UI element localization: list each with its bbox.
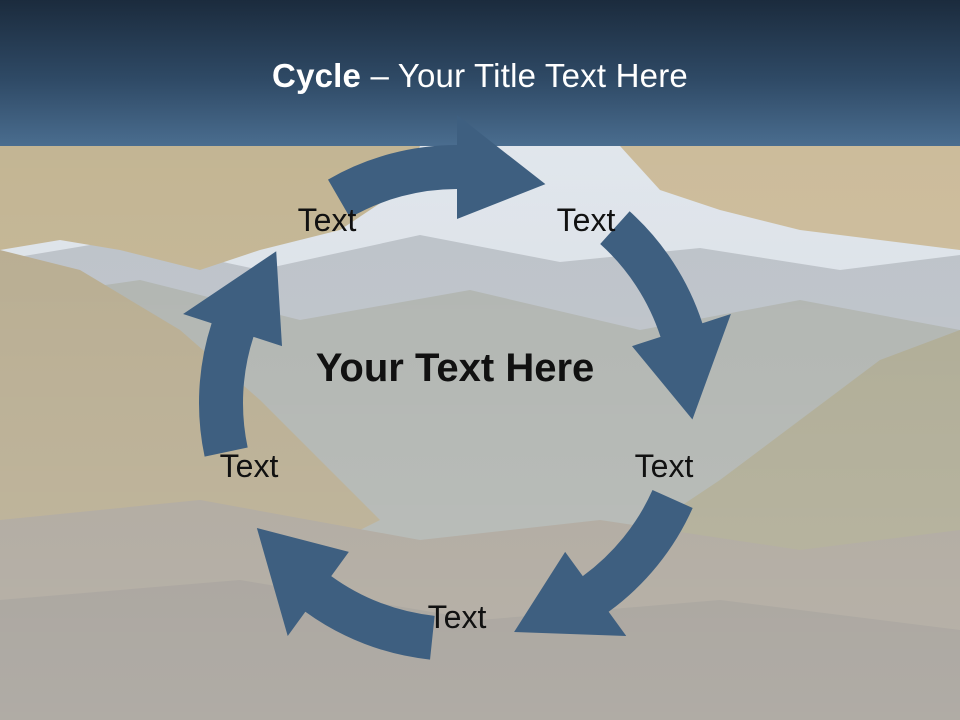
title-bold: Cycle — [272, 57, 362, 94]
cycle-arrow-top-left-icon[interactable] — [183, 251, 283, 457]
cycle-arrow-right-icon[interactable] — [600, 211, 731, 420]
title-rest: – Your Title Text Here — [361, 57, 688, 94]
cycle-arrow-bottom-icon[interactable] — [514, 490, 693, 636]
title-bar — [0, 0, 960, 146]
center-text[interactable]: Your Text Here — [315, 346, 595, 390]
node-label-left[interactable]: Text — [219, 448, 279, 484]
node-label-right[interactable]: Text — [634, 448, 694, 484]
node-label-top-right[interactable]: Text — [556, 202, 616, 238]
cycle-arrow-left-icon[interactable] — [256, 528, 435, 660]
node-label-top-left[interactable]: Text — [297, 202, 357, 238]
slide-title[interactable]: Cycle – Your Title Text Here — [0, 54, 960, 98]
node-label-bottom[interactable]: Text — [427, 599, 487, 635]
cycle-arrow-top-icon[interactable] — [328, 115, 546, 219]
